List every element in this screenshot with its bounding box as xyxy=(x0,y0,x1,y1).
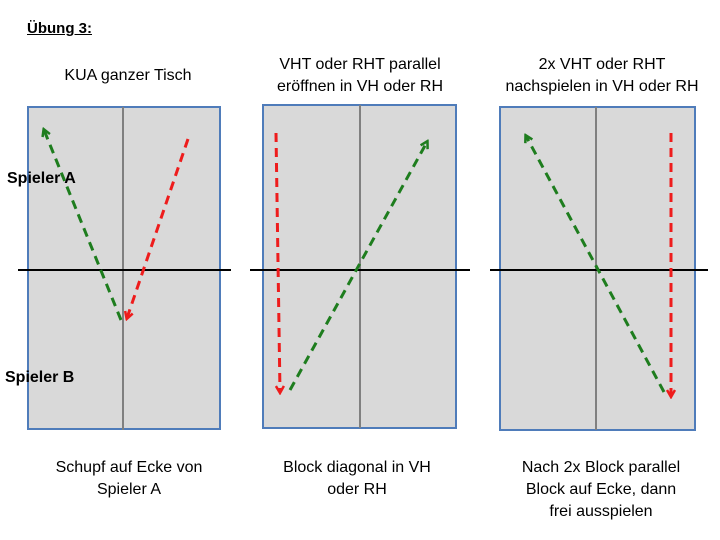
panel-3-title: 2x VHT oder RHT nachspielen in VH oder R… xyxy=(505,56,699,95)
panel-3-caption: Nach 2x Block parallel Block auf Ecke, d… xyxy=(521,459,681,520)
table-2-green-arrow xyxy=(288,142,427,391)
table-panel-2 xyxy=(250,104,470,429)
player-a-label: Spieler A xyxy=(7,170,76,187)
exercise-heading: Übung 3: xyxy=(27,20,92,37)
panel-2-title: VHT oder RHT parallel eröffnen in VH ode… xyxy=(276,56,443,95)
panel-1-caption: Schupf auf Ecke von Spieler A xyxy=(55,459,203,498)
panel-1-title: KUA ganzer Tisch xyxy=(64,67,192,84)
table-panel-3 xyxy=(490,106,708,431)
table-1-green-arrow xyxy=(44,130,123,321)
table-3-green-arrow xyxy=(526,136,666,393)
table-panel-1 xyxy=(18,106,231,430)
table-2-red-arrow xyxy=(274,132,280,392)
panel-2-caption: Block diagonal in VH oder RH xyxy=(283,459,431,498)
player-b-label: Spieler B xyxy=(5,369,75,386)
table-1-red-arrow xyxy=(127,138,190,318)
